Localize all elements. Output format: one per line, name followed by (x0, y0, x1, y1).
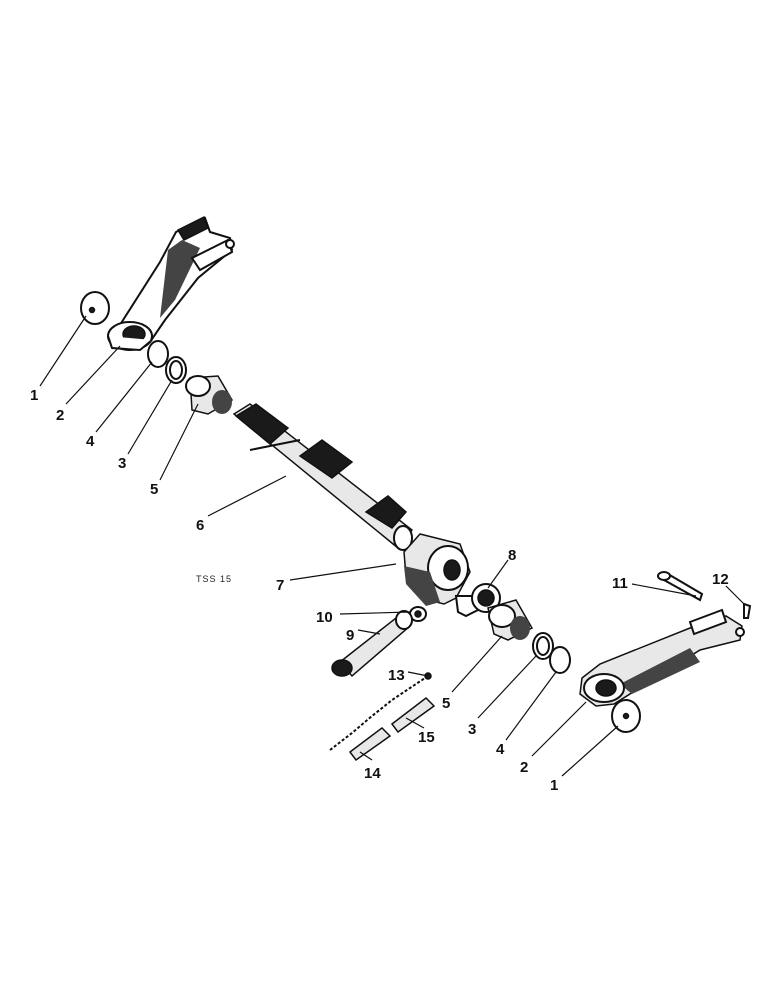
callout-2-right: 2 (520, 759, 528, 776)
callout-5-left: 5 (150, 481, 158, 498)
callout-1-left: 1 (30, 387, 38, 404)
callout-10: 10 (316, 609, 333, 626)
callout-4-right: 4 (496, 741, 505, 758)
callout-14: 14 (364, 765, 381, 782)
callout-11: 11 (612, 575, 628, 592)
callout-2-left: 2 (56, 407, 64, 424)
callout-6: 6 (196, 517, 204, 534)
center-arm (403, 533, 480, 618)
right-ring-4 (549, 646, 571, 674)
callout-4-left: 4 (86, 433, 95, 450)
pin-15 (390, 697, 436, 734)
bolt (657, 571, 704, 602)
left-washer (80, 291, 110, 325)
callout-7: 7 (276, 577, 284, 594)
callout-3-left: 3 (118, 455, 126, 472)
callout-5-right: 5 (442, 695, 450, 712)
left-lift-arm (107, 215, 235, 352)
center-ring (471, 583, 501, 613)
pin-14 (348, 727, 392, 762)
callout-8: 8 (508, 547, 516, 564)
lift-link (331, 610, 413, 678)
callout-1-right: 1 (550, 777, 558, 794)
cotter-pin (743, 602, 752, 619)
callout-3-right: 3 (468, 721, 476, 738)
right-washer (611, 699, 641, 733)
callout-9: 9 (346, 627, 354, 644)
callout-12: 12 (712, 571, 729, 588)
left-ring-4 (147, 340, 169, 368)
callout-labels: 1 2 4 3 5 6 7 8 10 9 13 15 14 5 3 4 2 1 … (30, 387, 729, 794)
drawing-code: TSS 15 (196, 574, 232, 584)
nut (409, 606, 427, 622)
right-bushing (487, 599, 534, 641)
callout-15: 15 (418, 729, 435, 746)
right-lift-arm (579, 608, 745, 707)
callout-13: 13 (388, 667, 405, 684)
left-bushing (185, 375, 234, 415)
left-ring-3-inner (169, 360, 183, 380)
right-ring-3-inner (536, 636, 550, 656)
leader-lines (39, 315, 745, 777)
splined-shaft (232, 403, 414, 551)
